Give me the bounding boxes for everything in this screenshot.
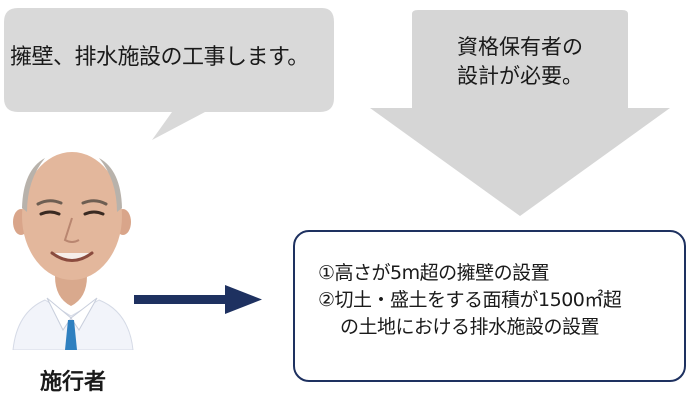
speech-bubble-text: 擁壁、排水施設の工事します。 bbox=[10, 45, 309, 70]
requirement-item-1: ①高さが5m超の擁壁の設置 bbox=[318, 262, 550, 284]
speech-bubble bbox=[4, 8, 334, 140]
requirements-list: ①高さが5m超の擁壁の設置 ②切土・盛土をする面積が1500㎡超 の土地における… bbox=[318, 260, 688, 341]
requirements-box bbox=[293, 230, 686, 382]
callout-text: 資格保有者の 設計が必要。 bbox=[410, 33, 630, 91]
callout-line-2: 設計が必要。 bbox=[457, 64, 583, 88]
down-arrow-callout bbox=[370, 10, 670, 216]
person-illustration bbox=[12, 152, 134, 350]
callout-line-1: 資格保有者の bbox=[457, 35, 583, 59]
requirement-item-2-continuation: の土地における排水施設の設置 bbox=[340, 316, 600, 338]
person-label: 施行者 bbox=[39, 370, 106, 395]
right-arrow-icon bbox=[134, 285, 262, 314]
tie bbox=[65, 320, 77, 350]
requirement-item-2: ②切土・盛土をする面積が1500㎡超 bbox=[318, 289, 622, 311]
